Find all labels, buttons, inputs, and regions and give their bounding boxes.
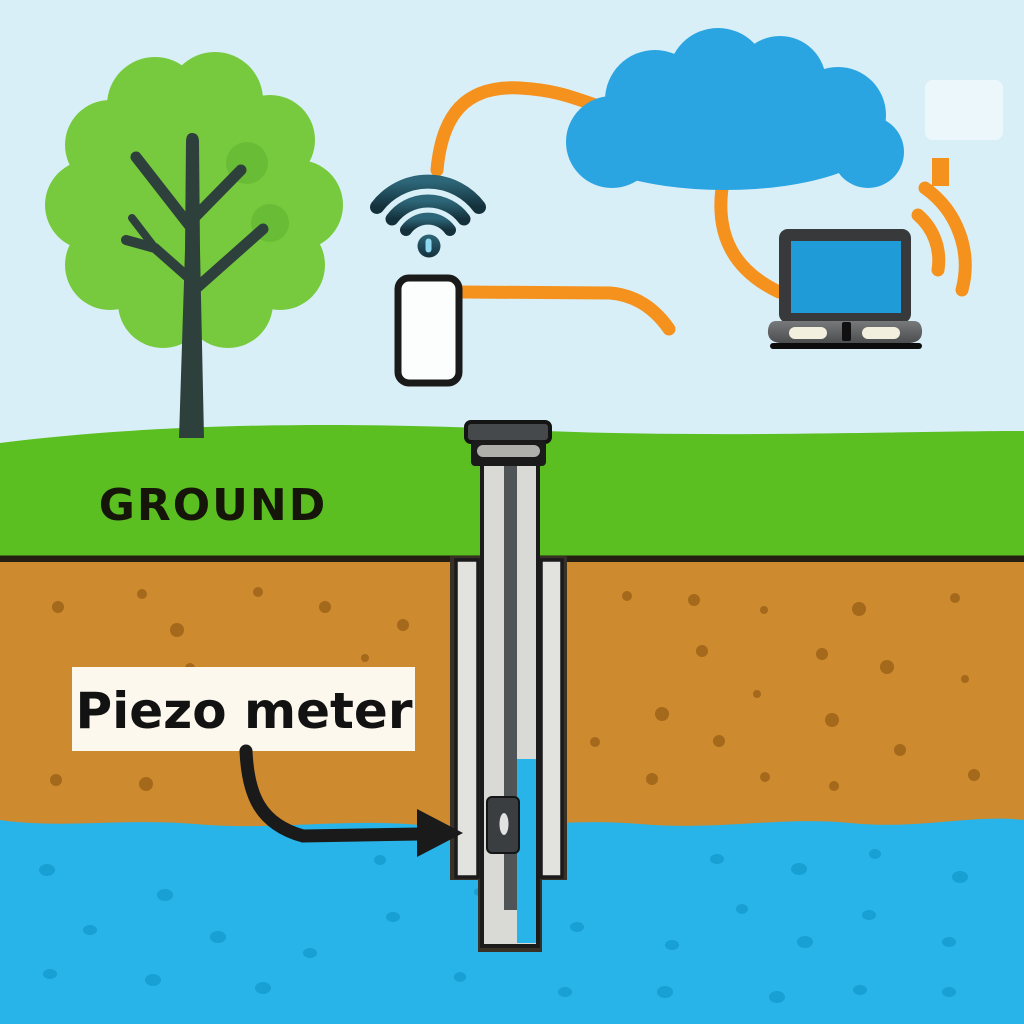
ground-label: GROUND	[99, 480, 327, 531]
connector-phone	[455, 285, 676, 336]
well-casing-right	[539, 558, 564, 879]
water-in-pipe	[517, 759, 536, 943]
connector-cloud-to-laptop	[714, 181, 786, 299]
signal-arcs-icon	[911, 158, 972, 297]
signal-arc-outer	[918, 181, 972, 297]
well-cap-top	[464, 420, 552, 444]
connector-wifi-to-cloud	[430, 81, 605, 177]
label-text: Piezo meter	[75, 682, 412, 740]
soil-texture-spots	[50, 587, 980, 791]
label-arrow	[239, 744, 463, 857]
tree-icon	[45, 52, 343, 438]
piezometer-label: Piezo meter	[72, 667, 415, 751]
laptop-touchpad	[862, 327, 900, 339]
smartphone-icon	[394, 274, 463, 387]
water-texture-spots	[39, 849, 968, 1003]
wifi-icon	[370, 174, 486, 258]
well-cap-stripe	[477, 445, 540, 457]
signal-square	[932, 158, 949, 186]
sensor-glint	[499, 813, 509, 835]
cloud-highlight-patch	[925, 80, 1003, 140]
laptop-shadow	[770, 343, 922, 349]
laptop-icon	[767, 229, 923, 349]
signal-arc-inner	[911, 208, 946, 277]
well-casing-left	[454, 558, 480, 879]
piezometer-well	[450, 420, 567, 952]
tree-trunk	[121, 133, 269, 438]
label-box	[72, 667, 415, 751]
cloud-icon	[566, 28, 904, 190]
arrowhead	[417, 809, 463, 857]
laptop-touchpad	[789, 327, 827, 339]
wifi-dot-highlight	[425, 238, 432, 253]
laptop-hinge-notch	[842, 322, 851, 341]
laptop-screen	[791, 241, 901, 313]
